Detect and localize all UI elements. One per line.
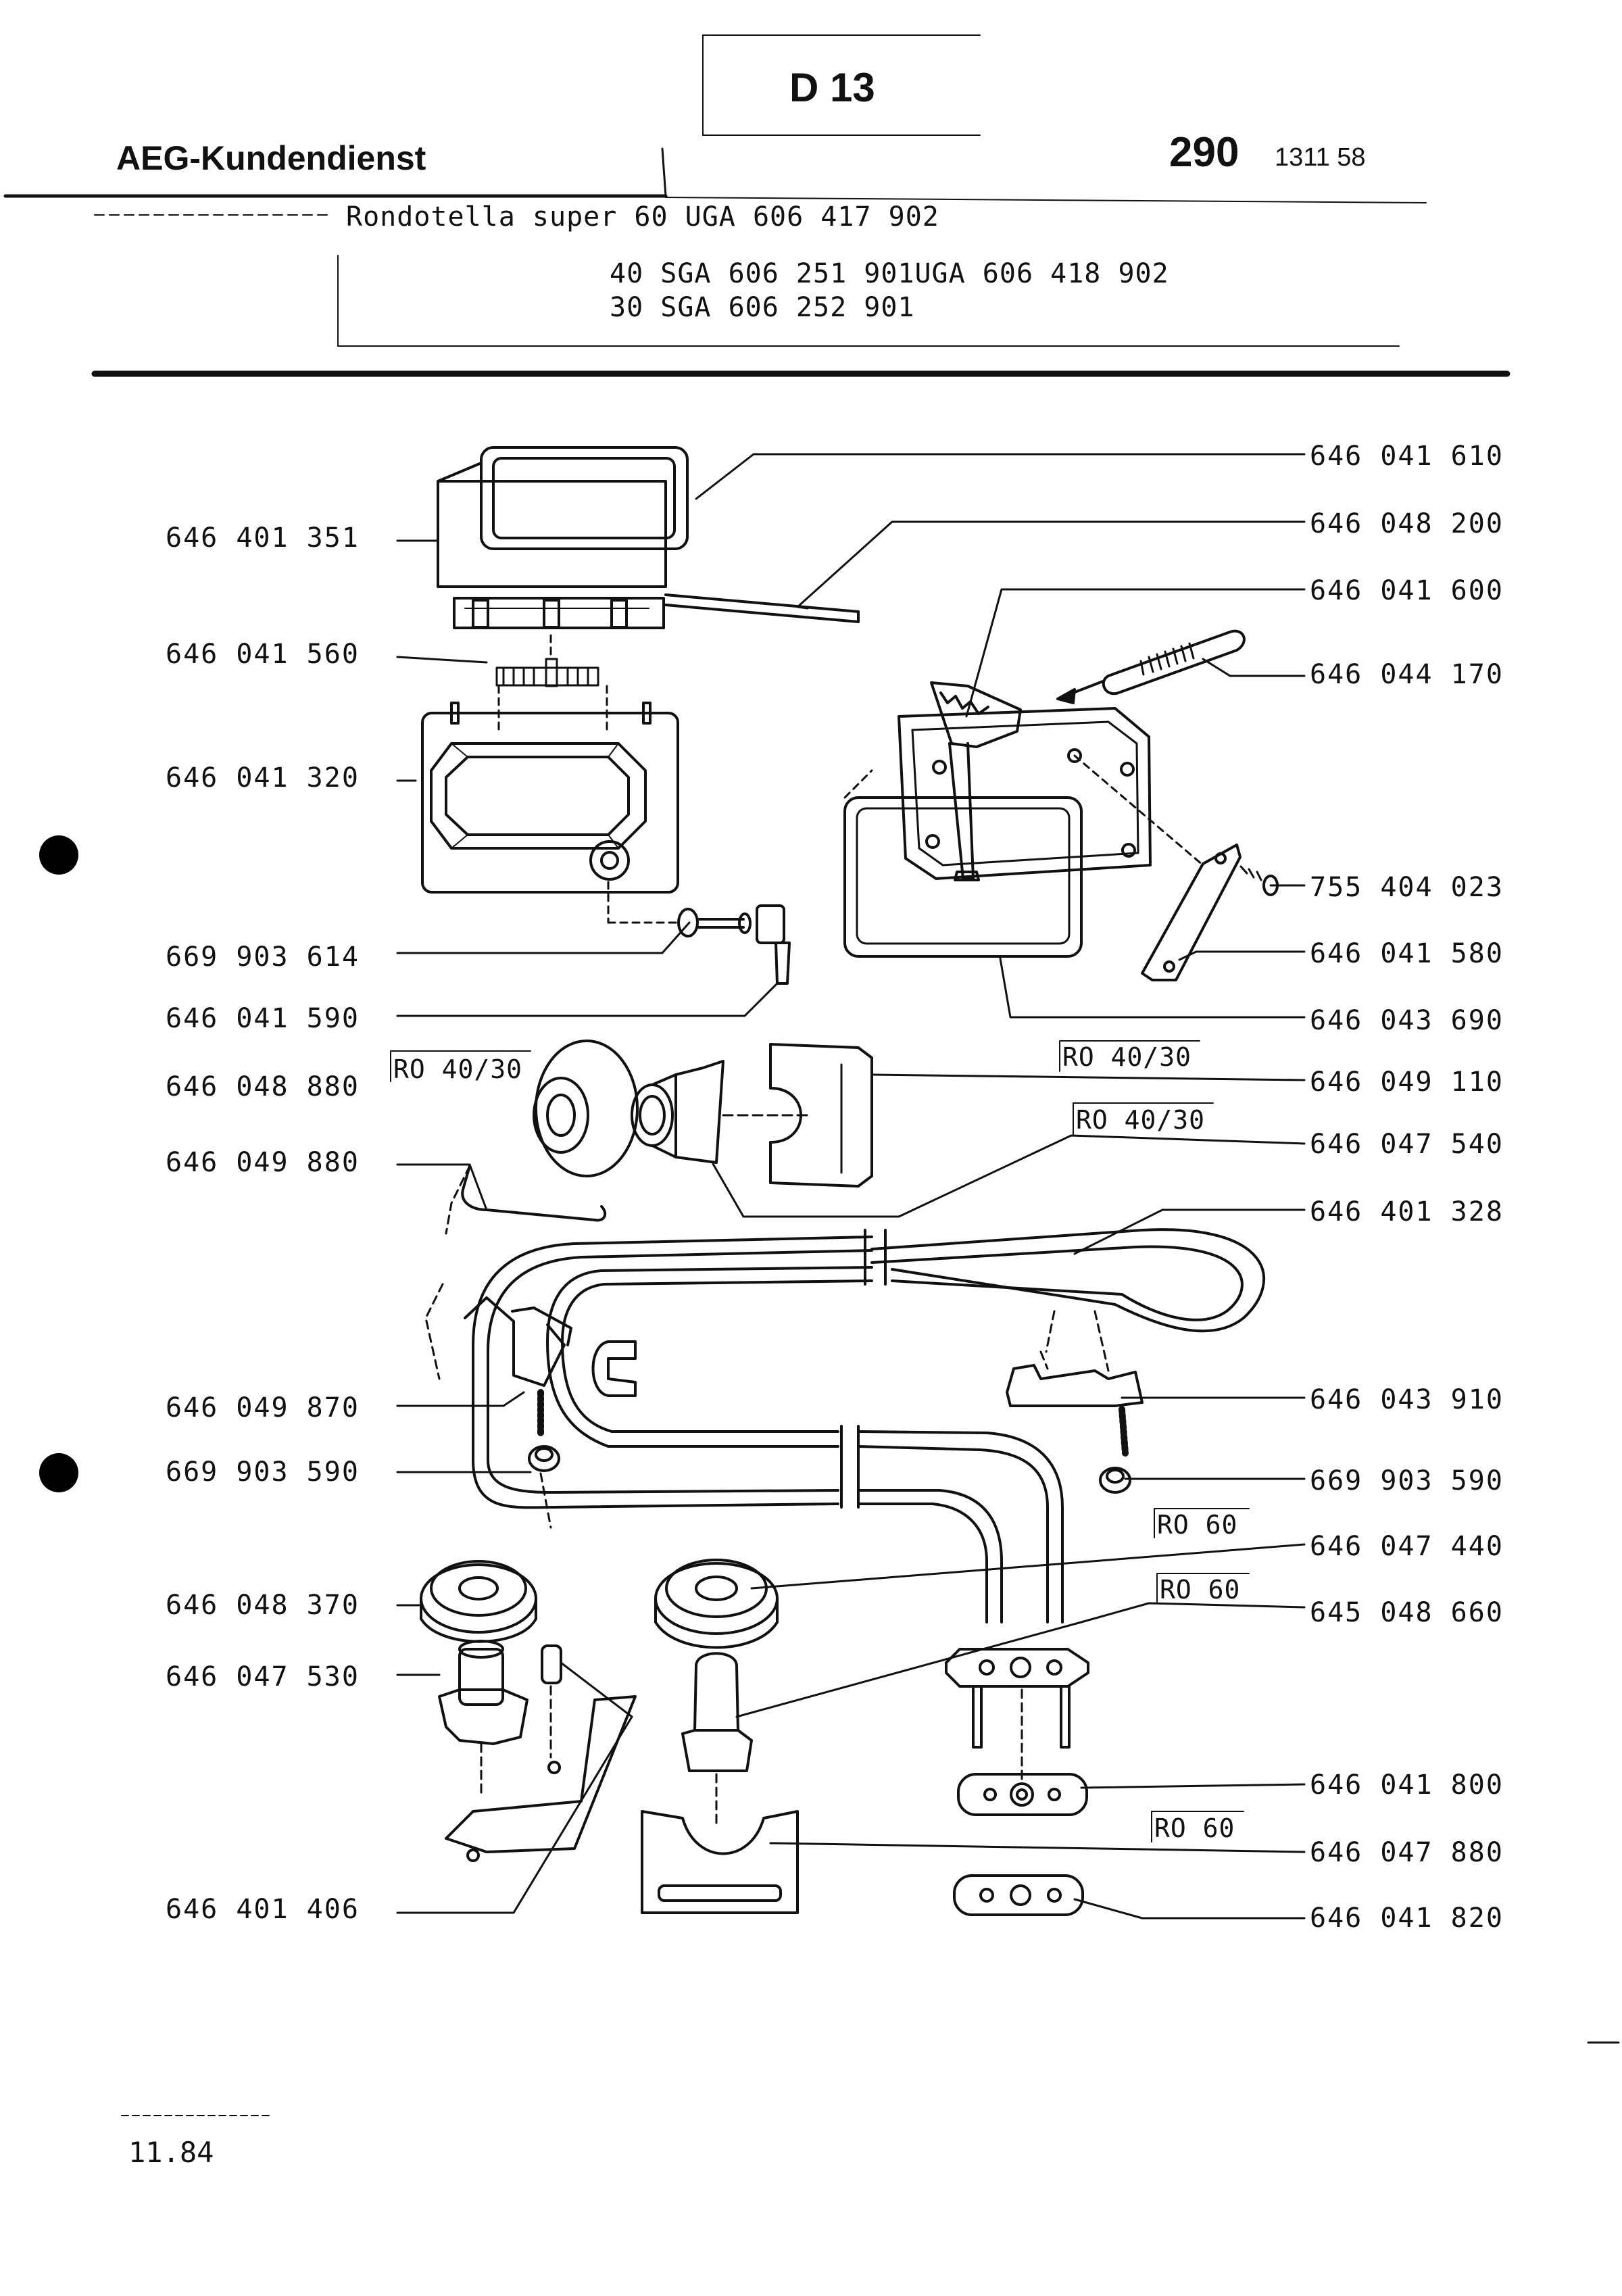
contact-comb [495, 634, 608, 735]
part-number-label: 646 048 880 [166, 1071, 360, 1102]
part-number-label: 669 903 590 [166, 1457, 360, 1488]
variant-tag: RO 40/30 [1076, 1105, 1206, 1135]
variant-tag: RO 60 [1154, 1813, 1235, 1843]
part-number-label: 755 404 023 [1310, 872, 1504, 903]
grommet-bottom-left [420, 1560, 537, 1643]
thermostat-knob [607, 881, 791, 985]
section-code: D 13 [789, 65, 875, 110]
part-number-label: 646 401 351 [166, 522, 360, 554]
lamp-holder-left [438, 1640, 529, 1799]
terminal-block-top [945, 1648, 1089, 1786]
part-number-label: 646 047 440 [1310, 1531, 1504, 1562]
panel-cover [421, 702, 679, 894]
part-number-label: 646 041 600 [1310, 575, 1504, 606]
element-bracket-left [464, 1296, 637, 1397]
screw-left [528, 1389, 560, 1529]
model-line-2: 40 SGA 606 251 901UGA 606 418 902 [610, 258, 1169, 289]
bullet-marker [39, 1453, 78, 1492]
part-number-label: 646 041 610 [1310, 441, 1504, 472]
grommet-ro40 [533, 1040, 639, 1177]
part-number-label: 646 041 820 [1310, 1903, 1504, 1934]
screw-right [1099, 1406, 1131, 1494]
terminal-plate-middle [957, 1773, 1088, 1816]
terminal-plate-bottom [953, 1874, 1084, 1916]
part-number-label: 646 047 530 [166, 1661, 360, 1692]
part-number-label: 645 048 660 [1310, 1597, 1504, 1628]
part-number-label: 646 048 200 [1310, 508, 1504, 539]
model-line-3: 30 SGA 606 252 901 [610, 292, 915, 323]
sleeve-ro40 [631, 1060, 812, 1164]
pin-and-bracket [445, 1644, 637, 1862]
variant-tag: RO 40/30 [1062, 1042, 1192, 1072]
part-number-label: 669 903 590 [1310, 1465, 1504, 1496]
spring-plunger [1056, 629, 1246, 704]
part-number-label: 646 049 870 [166, 1392, 360, 1423]
part-number-label: 646 041 800 [1310, 1769, 1504, 1801]
part-number-label: 646 041 580 [1310, 938, 1504, 969]
part-number-label: 646 044 170 [1310, 659, 1504, 690]
part-number-label: 646 401 328 [1310, 1196, 1504, 1227]
variant-tag: RO 60 [1160, 1575, 1241, 1605]
wire-clip [424, 1165, 607, 1380]
lamp-holder-center [681, 1652, 753, 1826]
part-number-label: 646 041 560 [166, 639, 360, 670]
bullet-marker [39, 835, 78, 875]
clip-plate-ro40 [769, 1043, 873, 1188]
part-number-label: 646 048 370 [166, 1590, 360, 1621]
support-plate [641, 1810, 799, 1914]
part-number-label: 646 041 590 [166, 1003, 360, 1034]
part-number-label: 669 903 614 [166, 942, 360, 973]
variant-tag: RO 60 [1157, 1510, 1238, 1540]
leader-lines-right [695, 453, 1306, 1920]
variant-tag-frames [390, 1040, 1250, 1842]
date-code: 11.84 [128, 2136, 214, 2169]
switch-bracket [1141, 844, 1279, 981]
part-number-label: 646 049 880 [166, 1147, 360, 1178]
company-name: AEG-Kundendienst [116, 139, 426, 177]
part-number-label: 646 047 540 [1310, 1129, 1504, 1160]
page-number: 290 [1169, 129, 1239, 176]
heating-element [472, 1228, 1266, 1623]
rocker-lever [930, 681, 1022, 881]
header-rules [3, 34, 1620, 2116]
switch-housing [843, 707, 1204, 958]
element-bracket-right [1006, 1310, 1144, 1407]
part-number-label: 646 049 110 [1310, 1067, 1504, 1098]
part-number-label: 646 041 320 [166, 762, 360, 793]
part-number-label: 646 043 910 [1310, 1384, 1504, 1415]
doc-number: 1311 58 [1275, 143, 1366, 172]
control-panel-frame [437, 446, 860, 629]
grommet-bottom-center [654, 1559, 779, 1649]
model-line-1: Rondotella super 60 UGA 606 417 902 [346, 201, 939, 233]
variant-tag: RO 40/30 [393, 1054, 523, 1084]
part-number-label: 646 047 880 [1310, 1837, 1504, 1868]
part-number-label: 646 043 690 [1310, 1005, 1504, 1036]
part-number-label: 646 401 406 [166, 1894, 360, 1925]
